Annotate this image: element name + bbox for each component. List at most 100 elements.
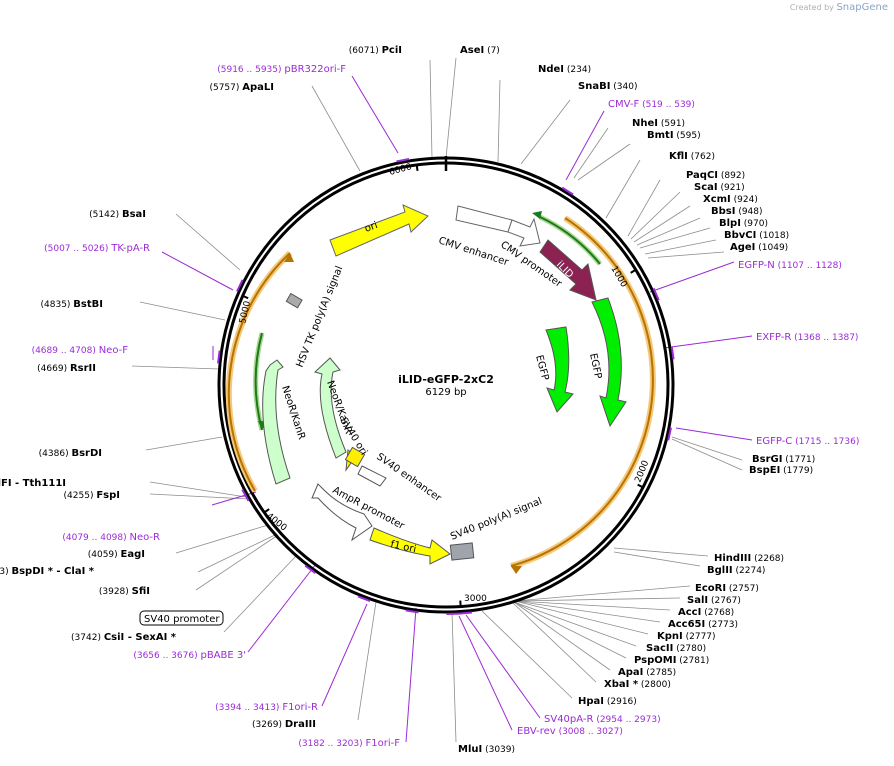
primer-site-mark (396, 158, 410, 163)
enzyme-position: (2757) (726, 584, 759, 594)
primer-leader (405, 607, 417, 743)
ampr-promoter-arrow (311, 483, 373, 542)
enzyme-position: (3742) (71, 633, 104, 643)
ori-label: ori (363, 220, 379, 235)
tick-3000: 3000 (464, 594, 487, 604)
enzyme-label: (4255) FspI (64, 490, 120, 501)
enzyme-name: AccI (678, 607, 701, 618)
enzyme-label: (4386) BsrDI (39, 448, 102, 459)
primer-range: (5916 .. 5935) (217, 65, 284, 75)
enzyme-label: (4835) BstBI (41, 299, 104, 310)
enzyme-leader (175, 524, 269, 554)
enzyme-name: AgeI (730, 242, 755, 253)
enzyme-leader (633, 205, 691, 243)
primer-name: SV40pA-R (544, 714, 593, 725)
primer-label: SV40pA-R (2954 .. 2973) (544, 714, 661, 725)
enzyme-position: (7) (484, 46, 500, 56)
primer-label: (3394 .. 3413) F1ori-R (215, 702, 318, 713)
primer-name: CMV-F (608, 99, 639, 110)
primer-site-mark (357, 595, 371, 602)
primer-site-mark (236, 279, 244, 292)
enzyme-position: (1049) (755, 243, 788, 253)
enzyme-name: BglII (707, 565, 733, 576)
enzyme-leader (613, 551, 701, 567)
enzyme-label: (3993) BspDI * - ClaI * (0, 566, 95, 577)
orf-arc-left-head (284, 253, 294, 262)
enzyme-position: (4669) (37, 364, 70, 374)
enzyme-label: (4669) RsrII (37, 363, 96, 374)
enzyme-position: (2777) (683, 632, 716, 642)
enzyme-name: KpnI (657, 631, 683, 642)
enzyme-label: BglII (2274) (707, 565, 765, 576)
enzyme-position: (234) (564, 65, 591, 75)
sv40-polya-label: SV40 poly(A) signal (449, 496, 544, 543)
enzyme-leader (481, 610, 573, 699)
enzyme-label: (3742) CsiI - SexAI * (71, 632, 177, 643)
enzyme-leader (197, 533, 278, 573)
enzyme-label: (5142) BsaI (89, 209, 146, 220)
ori-arrow (329, 204, 429, 257)
egfp-inner-arrow (545, 326, 574, 413)
enzyme-position: (6071) (349, 46, 382, 56)
enzyme-name-2: - ClaI * (53, 566, 95, 577)
egfp-inner-label: EGFP (533, 354, 550, 382)
enzyme-leader (514, 597, 681, 602)
primer-leader (247, 563, 317, 653)
enzyme-name: BsaI (122, 209, 146, 220)
primer-name: EGFP-N (738, 260, 775, 271)
enzyme-label: NdeI (234) (538, 64, 591, 75)
primer-leader (663, 335, 753, 349)
enzyme-name: BspDI * (11, 566, 53, 577)
enzyme-position: (3269) (252, 720, 285, 730)
enzyme-label: XcmI (924) (703, 194, 758, 205)
enzyme-label: MluI (3039) (458, 744, 515, 755)
enzyme-position: (4059) (88, 550, 121, 560)
enzyme-position: (1018) (756, 231, 789, 241)
enzyme-name: XcmI (703, 194, 731, 205)
enzyme-leader (573, 127, 609, 179)
primer-name: Neo-F (99, 345, 129, 356)
plasmid-size: 6129 bp (425, 387, 466, 398)
enzyme-position: (3928) (99, 587, 132, 597)
egfp-outer-arrow (591, 297, 627, 428)
enzyme-position: (4255) (64, 491, 97, 501)
primer-site-mark (667, 427, 672, 441)
enzyme-name: SfiI (132, 586, 150, 597)
primer-label: (4689 .. 4708) Neo-F (32, 345, 129, 356)
enzyme-label: ApaI (2785) (618, 667, 676, 678)
primer-range: (1715 .. 1736) (792, 437, 859, 447)
enzyme-name: HpaI (578, 696, 604, 707)
enzyme-name: XbaI * (604, 679, 639, 690)
primer-leader (321, 603, 368, 707)
enzyme-leader (195, 534, 279, 591)
sv40-enhancer-box (357, 465, 387, 487)
enzyme-leader (627, 179, 661, 237)
enzyme-leader (644, 239, 717, 255)
enzyme-name: BmtI (647, 130, 674, 141)
enzyme-label: (3928) SfiI (99, 586, 150, 597)
enzyme-name: SacII (646, 643, 673, 654)
enzyme-name: PaqCI (686, 170, 718, 181)
enzyme-label: Acc65I (2773) (668, 619, 738, 630)
enzyme-name: PciI (382, 45, 402, 56)
enzyme-name: KflI (669, 151, 688, 162)
f1-ori-arrow (369, 527, 451, 565)
primer-label: CMV-F (519 .. 539) (608, 99, 695, 110)
primer-site-mark (304, 564, 317, 574)
enzyme-leader (630, 191, 681, 240)
primer-label: (5916 .. 5935) pBR322ori-F (217, 64, 346, 75)
enzyme-leader (513, 601, 627, 659)
primer-site-mark (405, 609, 419, 614)
enzyme-position: (2268) (751, 554, 784, 564)
enzyme-position: (4386) (39, 449, 72, 459)
leader-lines (131, 57, 753, 743)
enzyme-leader (605, 159, 641, 219)
ilid-arrow (539, 239, 597, 301)
enzyme-label: NheI (591) (632, 118, 685, 129)
primer-name: EGFP-C (756, 436, 792, 447)
sv40-ori-box (344, 446, 366, 468)
primer-leader (675, 427, 753, 441)
primer-leader (465, 614, 541, 719)
enzyme-leader (149, 481, 247, 498)
enzyme-leader (139, 301, 226, 321)
